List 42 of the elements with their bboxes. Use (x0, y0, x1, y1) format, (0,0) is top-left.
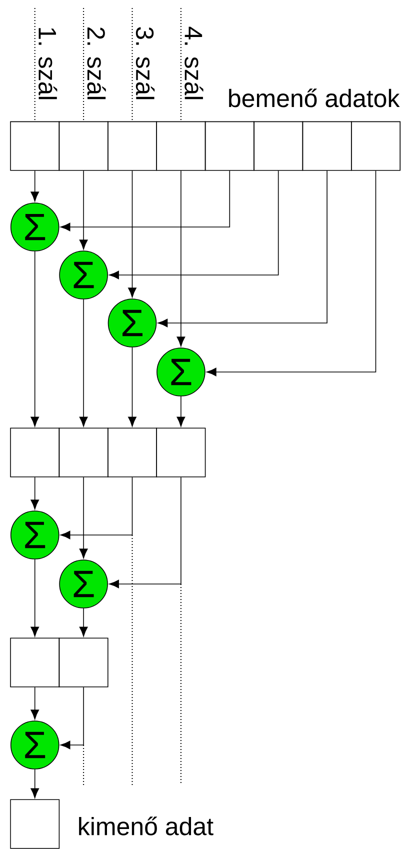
arrow (128, 347, 136, 427)
arrow (109, 476, 182, 588)
thread-label: 1. szál (38, 28, 58, 100)
array-cell (58, 428, 108, 478)
arrow (30, 251, 40, 427)
arrow (158, 170, 328, 328)
thread-label: 2. szál (87, 27, 106, 100)
array-label: bemenő adatok (229, 88, 400, 108)
thread-label: 3. szál (136, 27, 155, 100)
array-cell (10, 121, 60, 171)
array-cell (351, 121, 400, 171)
array-cell (58, 638, 108, 688)
arrow (30, 686, 40, 720)
array-cell (58, 121, 108, 171)
thread-label: 4. szál (184, 26, 204, 100)
arrow (79, 476, 88, 558)
array-cell (10, 799, 60, 849)
arrow (30, 559, 40, 637)
array-cell (204, 121, 254, 171)
arrow (79, 299, 88, 427)
array-cell (254, 121, 304, 171)
arrow (109, 170, 279, 280)
array-cell (156, 121, 206, 171)
arrow (206, 170, 376, 376)
arrow (176, 396, 186, 427)
array-cell (108, 121, 157, 171)
arrow (60, 686, 84, 750)
array-cell (108, 428, 157, 478)
arrow (79, 170, 88, 250)
arrow (176, 170, 186, 346)
array-cell (10, 638, 60, 688)
arrow (60, 170, 230, 232)
array-cell (10, 428, 60, 478)
arrow (79, 608, 88, 637)
arrow (30, 170, 40, 202)
arrow (30, 476, 40, 510)
array-cell (156, 428, 206, 478)
array-cell (302, 121, 352, 171)
node-label: kimenő adat (79, 816, 214, 836)
arrow (30, 769, 40, 798)
arrow (60, 476, 133, 540)
arrow (128, 170, 136, 298)
